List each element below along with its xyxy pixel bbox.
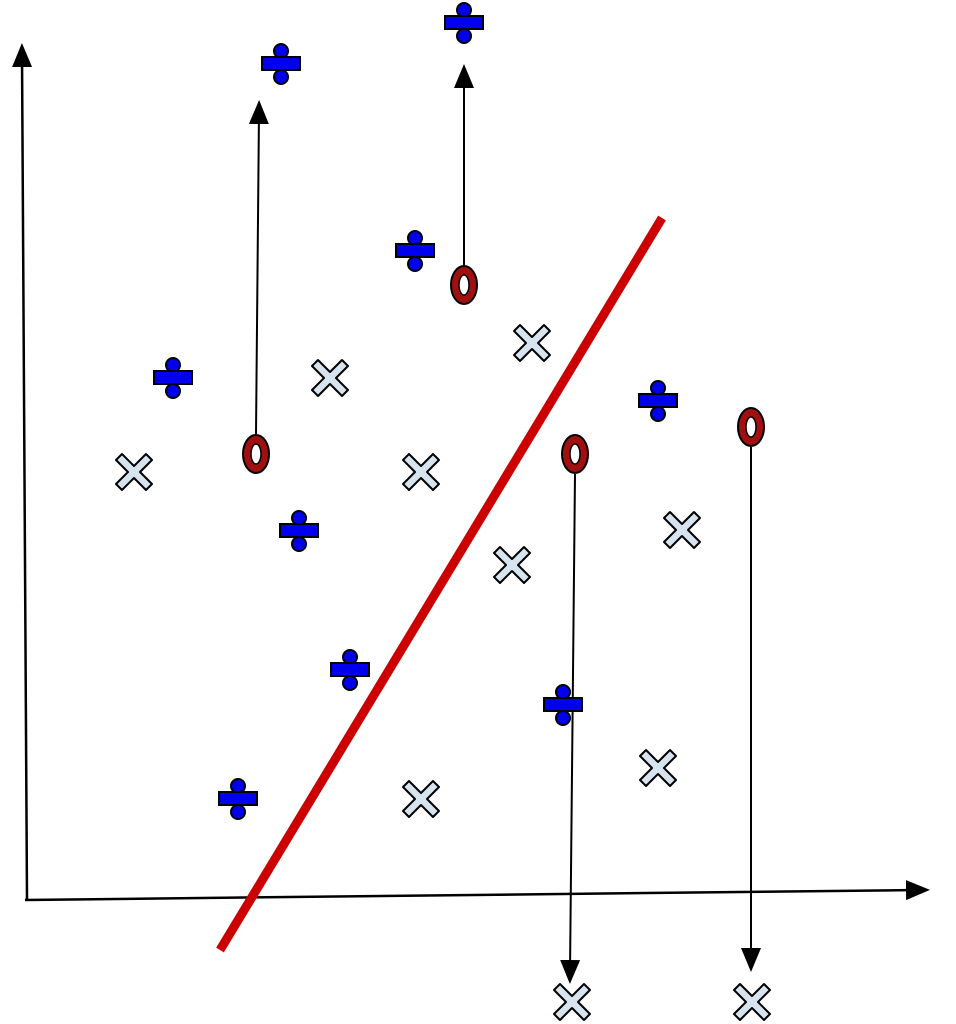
y-axis	[12, 43, 33, 901]
x-axis	[24, 880, 930, 902]
cross-icon	[513, 324, 551, 362]
divide-icon	[638, 380, 678, 422]
divide-icon	[218, 778, 258, 820]
cross-icon	[311, 359, 349, 397]
o-icon	[561, 434, 589, 474]
arrow-up-1	[248, 100, 269, 435]
cross-icon	[115, 453, 153, 491]
divide-icon	[330, 649, 370, 691]
cross-icon	[663, 511, 701, 549]
cross-icon	[733, 983, 771, 1021]
divide-icon	[543, 684, 583, 726]
cross-icon	[402, 453, 440, 491]
divide-icon	[279, 510, 319, 552]
divide-icon	[395, 230, 435, 272]
decision-boundary-line	[216, 215, 666, 953]
cross-icon	[553, 983, 591, 1021]
cross-icon	[639, 749, 677, 787]
divide-icon	[153, 357, 193, 399]
divide-icon	[261, 43, 301, 85]
cross-icon	[493, 546, 531, 584]
cross-icon	[402, 780, 440, 818]
o-icon	[242, 434, 270, 474]
arrow-down-1	[560, 473, 581, 984]
divide-icon	[444, 2, 484, 44]
o-icon	[737, 407, 765, 447]
o-icon	[450, 265, 478, 305]
